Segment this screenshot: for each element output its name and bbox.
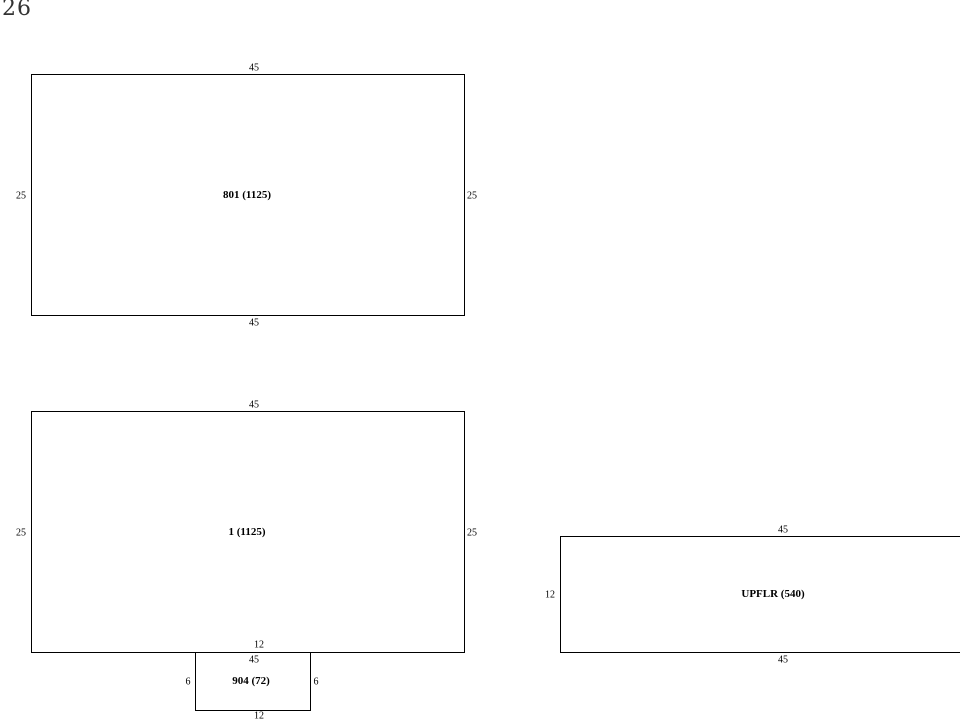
- room-801-dim-bottom: 45: [249, 317, 259, 329]
- room-1-dim-right: 25: [467, 527, 477, 539]
- room-801: [31, 74, 465, 316]
- room-801-dim-top: 45: [249, 62, 259, 74]
- room-upflr-label: UPFLR (540): [741, 588, 805, 600]
- room-1-dim-left: 25: [16, 527, 26, 539]
- room-upflr: [560, 536, 960, 653]
- room-904-dim-top: 45: [249, 654, 259, 666]
- room-904: [195, 652, 311, 711]
- room-904-dim-right: 6: [313, 676, 319, 688]
- room-801-dim-left: 25: [16, 190, 26, 202]
- room-upflr-dim-top: 45: [778, 524, 788, 536]
- room-upflr-dim-bottom: 45: [778, 654, 788, 666]
- room-1-dim-bottom: 12: [254, 639, 264, 651]
- room-801-dim-right: 25: [467, 190, 477, 202]
- room-1-dim-top: 45: [249, 399, 259, 411]
- room-upflr-dim-left: 12: [545, 589, 555, 601]
- room-801-label: 801 (1125): [223, 189, 271, 201]
- room-1: [31, 411, 465, 653]
- room-1-label: 1 (1125): [228, 526, 266, 538]
- room-904-dim-bottom: 12: [254, 710, 264, 722]
- room-904-label: 904 (72): [232, 675, 270, 687]
- page-number: 26: [2, 0, 32, 21]
- room-904-dim-left: 6: [185, 676, 191, 688]
